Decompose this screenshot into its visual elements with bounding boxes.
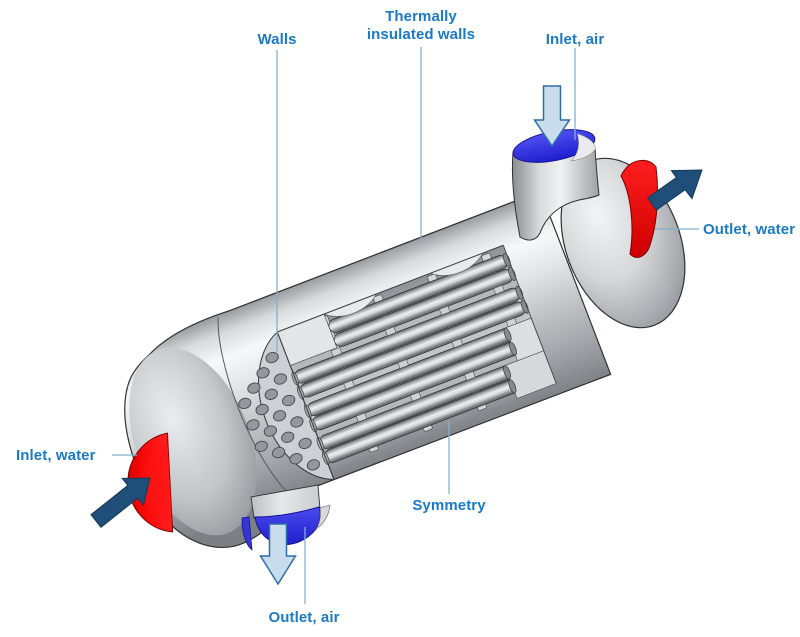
- air-inlet-rim: [570, 133, 596, 162]
- cut-edge-right: [502, 245, 557, 384]
- label-walls: Walls: [257, 31, 297, 48]
- label-inlet-water: Inlet, water: [16, 447, 96, 464]
- tube-sheet-holes: [238, 351, 320, 471]
- tube-sheet: [258, 331, 335, 481]
- label-thermally-insulated-line1: Thermally: [385, 8, 457, 25]
- baffle-tabs: [330, 285, 518, 423]
- dome-shell-seam: [217, 317, 292, 497]
- water-inlet-surface: [127, 432, 174, 533]
- air-inlet-arrow: [533, 85, 571, 148]
- label-symmetry: Symmetry: [412, 497, 486, 514]
- label-outlet-water: Outlet, water: [703, 221, 796, 238]
- label-thermally-insulated-walls: Thermally insulated walls: [367, 8, 475, 44]
- label-inlet-air: Inlet, air: [545, 31, 605, 48]
- tube-sheet-edge: [276, 331, 335, 480]
- shell-assembly: [124, 190, 612, 548]
- water-outlet-surface: [620, 159, 659, 258]
- water-outlet-arrow: [646, 169, 703, 211]
- leader-lines: [112, 47, 699, 604]
- tube-bundle: [294, 255, 551, 463]
- cut-edge-top: [277, 244, 504, 333]
- label-thermally-insulated-line2: insulated walls: [366, 26, 476, 43]
- water-inlet-arrow: [90, 477, 151, 529]
- air-outlet-rim: [315, 504, 331, 530]
- air-inlet-nozzle: [511, 129, 600, 241]
- air-outlet-sliver: [241, 516, 253, 551]
- air-outlet-arrow: [259, 523, 297, 586]
- label-outlet-air: Outlet, air: [268, 609, 340, 626]
